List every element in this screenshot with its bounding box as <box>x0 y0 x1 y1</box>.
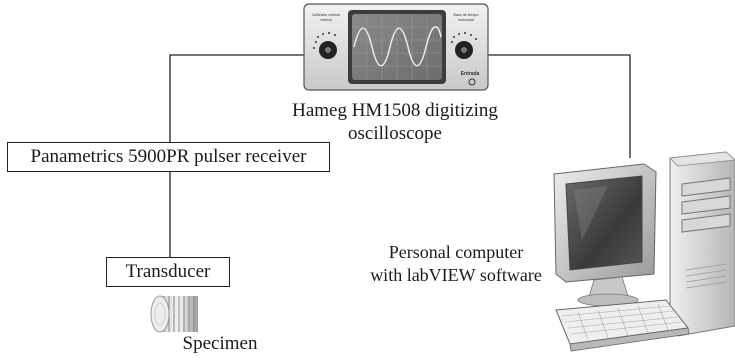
personal-computer-image <box>548 150 735 358</box>
transducer-label: Transducer <box>125 261 211 282</box>
osc-right-caption-2: horizontal <box>458 18 474 22</box>
osc-left-caption-1: Deflexión vertical <box>312 13 340 17</box>
osc-left-caption-2: vertical <box>320 18 332 22</box>
computer-label-line1: Personal computer <box>388 242 524 262</box>
osc-right-caption-1: Base de tiempo <box>454 13 479 17</box>
computer-label-line2: with labVIEW software <box>370 265 542 285</box>
computer-label: Personal computer with labVIEW software <box>350 241 562 287</box>
specimen-image <box>146 292 206 338</box>
oscilloscope-label: Hameg HM1508 digitizing oscilloscope <box>250 99 540 145</box>
oscilloscope-label-line2: oscilloscope <box>348 123 442 144</box>
oscilloscope-label-line1: Hameg HM1508 digitizing <box>292 100 498 121</box>
pulser-receiver-label: Panametrics 5900PR pulser receiver <box>30 146 307 167</box>
oscilloscope-device: Deflexión vertical vertical Base de tiem… <box>302 2 490 92</box>
pulser-receiver-box: Panametrics 5900PR pulser receiver <box>7 142 330 172</box>
transducer-box: Transducer <box>106 257 230 287</box>
osc-input-caption: Entrada <box>461 71 480 77</box>
specimen-label: Specimen <box>182 333 258 354</box>
